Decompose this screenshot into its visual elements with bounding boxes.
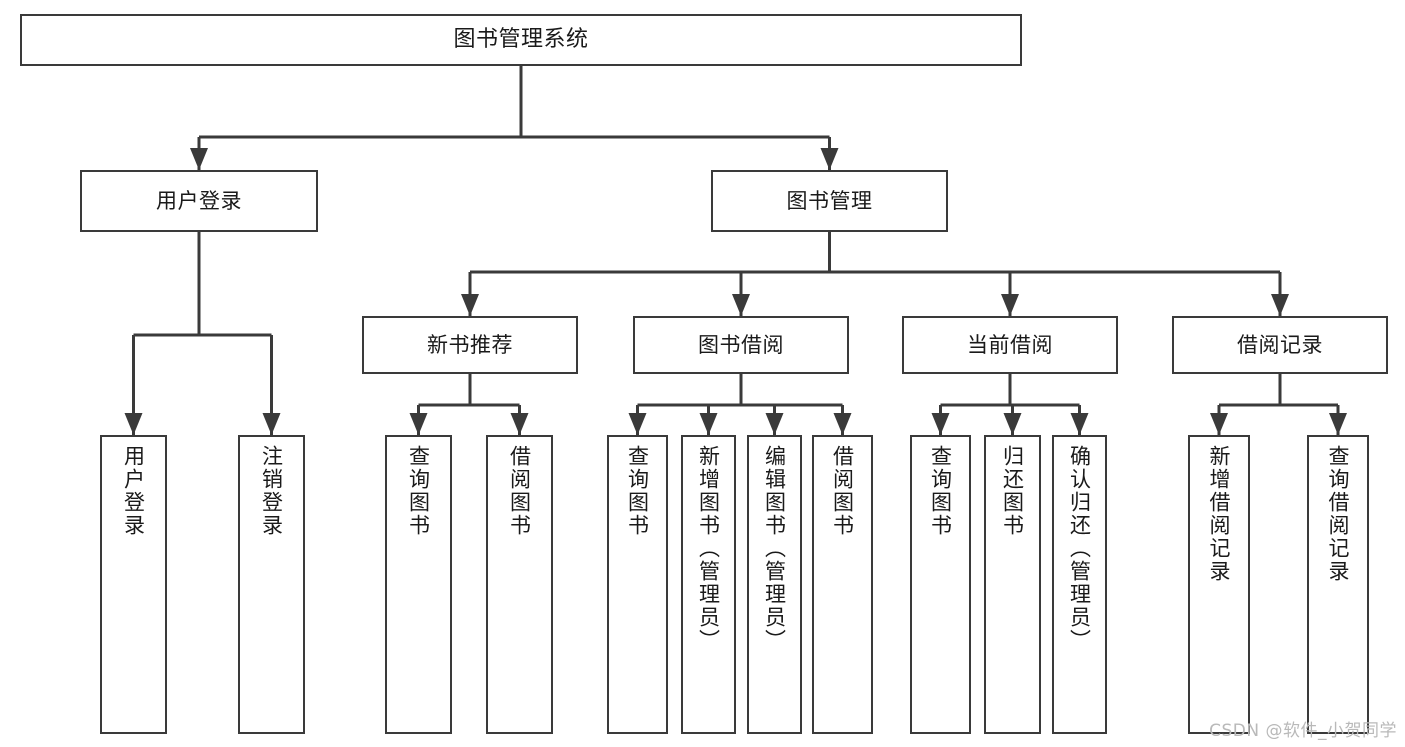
node-label: 查询图书 [625, 445, 650, 537]
node-l9[interactable]: 查询图书 [910, 435, 971, 734]
node-label: 查询图书 [928, 445, 953, 537]
arrowhead-icon [732, 294, 750, 316]
arrowhead-icon [461, 294, 479, 316]
arrowhead-icon [510, 413, 529, 435]
node-label: 借阅记录 [1237, 332, 1323, 357]
node-label: 当前借阅 [967, 332, 1053, 357]
arrowhead-icon [1271, 294, 1289, 316]
node-borrow[interactable]: 图书借阅 [633, 316, 849, 374]
node-l13[interactable]: 查询借阅记录 [1307, 435, 1369, 734]
arrowhead-icon [1003, 413, 1022, 435]
node-l5[interactable]: 查询图书 [607, 435, 668, 734]
node-l6[interactable]: 新增图书（管理员） [681, 435, 736, 734]
node-label: 新书推荐 [427, 332, 513, 357]
node-l3[interactable]: 查询图书 [385, 435, 452, 734]
arrowhead-icon [409, 413, 428, 435]
node-label: 图书管理系统 [453, 27, 589, 53]
node-current[interactable]: 当前借阅 [902, 316, 1118, 374]
node-root[interactable]: 图书管理系统 [20, 14, 1022, 66]
arrowhead-icon [190, 148, 208, 170]
node-label: 查询借阅记录 [1326, 445, 1351, 583]
arrowhead-icon [765, 413, 784, 435]
node-label: 用户登录 [121, 445, 146, 537]
node-l2[interactable]: 注销登录 [238, 435, 305, 734]
node-records[interactable]: 借阅记录 [1172, 316, 1388, 374]
node-label: 注销登录 [259, 445, 284, 537]
arrowhead-icon [124, 413, 143, 435]
node-label: 借阅图书 [507, 445, 532, 537]
node-l11[interactable]: 确认归还（管理员） [1052, 435, 1107, 734]
arrowhead-icon [699, 413, 718, 435]
node-l7[interactable]: 编辑图书（管理员） [747, 435, 802, 734]
arrowhead-icon [931, 413, 950, 435]
node-l1[interactable]: 用户登录 [100, 435, 167, 734]
node-label: 编辑图书（管理员） [762, 445, 787, 652]
node-label: 新增借阅记录 [1207, 445, 1232, 583]
node-l8[interactable]: 借阅图书 [812, 435, 873, 734]
node-label: 归还图书 [1000, 445, 1025, 537]
node-label: 图书管理 [786, 188, 873, 213]
watermark-text: CSDN @软件_小贺同学 [1209, 721, 1397, 741]
arrowhead-icon [262, 413, 281, 435]
node-label: 新增图书（管理员） [696, 445, 721, 652]
arrowhead-icon [1329, 413, 1347, 435]
arrowhead-icon [1210, 413, 1228, 435]
node-newbook[interactable]: 新书推荐 [362, 316, 578, 374]
arrowhead-icon [628, 413, 647, 435]
node-l10[interactable]: 归还图书 [984, 435, 1041, 734]
node-label: 用户登录 [156, 188, 242, 213]
node-login[interactable]: 用户登录 [80, 170, 318, 232]
node-label: 图书借阅 [698, 332, 784, 357]
node-l4[interactable]: 借阅图书 [486, 435, 553, 734]
node-label: 借阅图书 [830, 445, 855, 537]
arrowhead-icon [1001, 294, 1019, 316]
node-l12[interactable]: 新增借阅记录 [1188, 435, 1250, 734]
arrowhead-icon [820, 148, 839, 170]
arrowhead-icon [1070, 413, 1089, 435]
arrowhead-icon [833, 413, 852, 435]
node-label: 确认归还（管理员） [1067, 445, 1092, 652]
node-bookmgmt[interactable]: 图书管理 [711, 170, 948, 232]
node-label: 查询图书 [406, 445, 431, 537]
